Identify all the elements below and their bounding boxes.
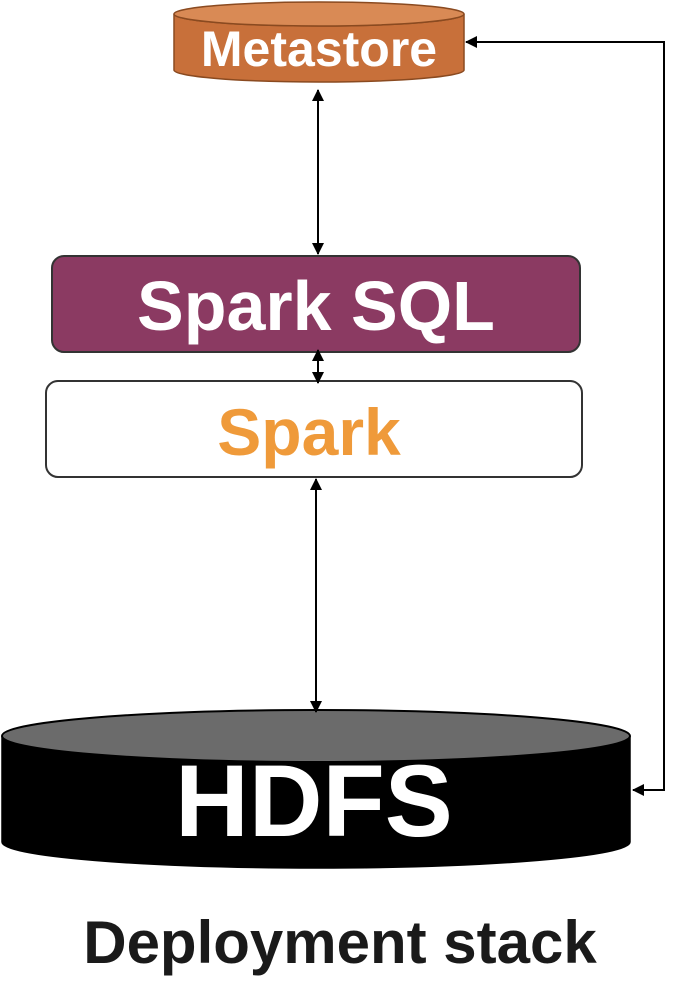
metastore-hdfs-side-arrow	[465, 36, 665, 796]
diagram-caption: Deployment stack	[83, 909, 597, 976]
hdfs-label: HDFS	[175, 744, 453, 858]
spark-sql-box: Spark SQL	[51, 255, 581, 353]
metastore-label: Metastore	[201, 21, 437, 77]
metastore-top	[173, 1, 465, 27]
hdfs-cylinder: HDFS	[1, 709, 631, 869]
spark-box: Spark	[45, 380, 583, 478]
spark-sql-label: Spark SQL	[137, 267, 495, 345]
metastore-cylinder: Metastore	[173, 1, 465, 83]
spark-label: Spark	[217, 395, 401, 469]
